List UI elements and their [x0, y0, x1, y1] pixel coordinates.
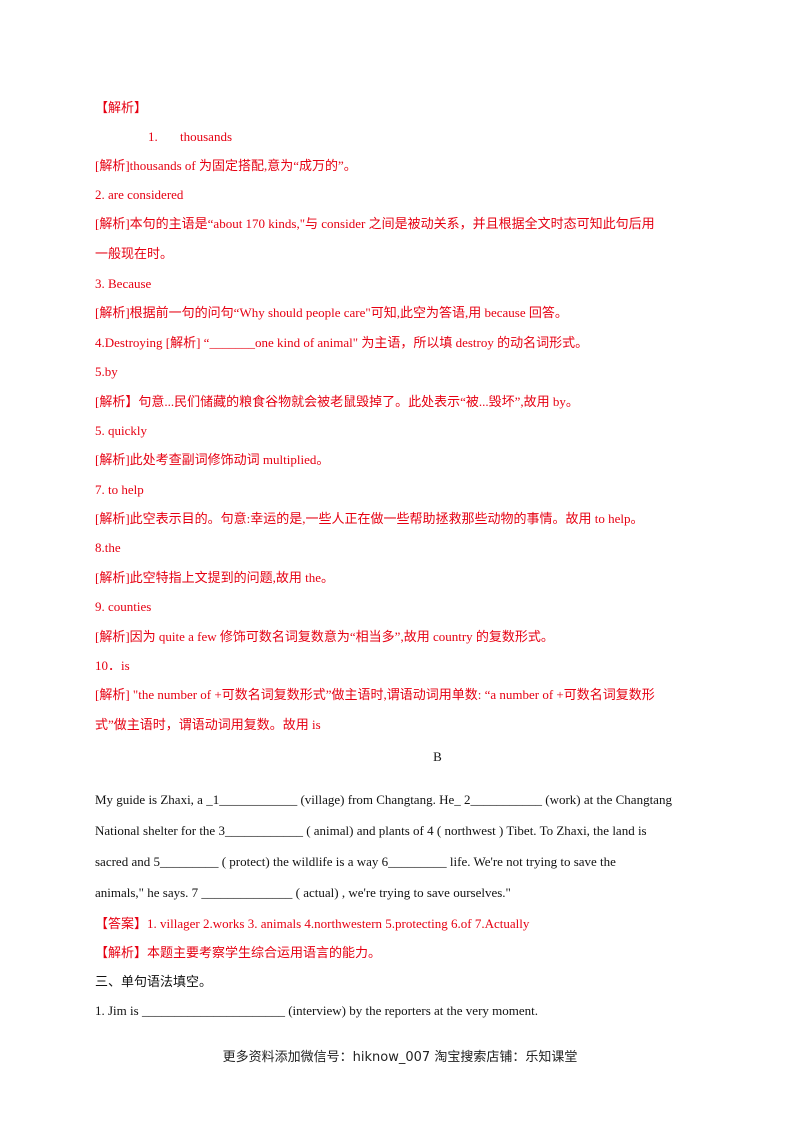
passage-line-1: My guide is Zhaxi, a _1____________ (vil…	[95, 792, 672, 807]
section-b-answer: 【答案】1. villager 2.works 3. animals 4.nor…	[95, 916, 530, 931]
section-b-title: B	[433, 749, 442, 764]
analysis-3: [解析]根据前一句的问句“Why should people care"可知,此…	[95, 305, 568, 320]
answer-2: 2. are considered	[95, 187, 184, 202]
analysis-8: [解析]此空特指上文提到的问题,故用 the。	[95, 570, 335, 585]
analysis-10: [解析] "the number of +可数名词复数形式”做主语时,谓语动词用…	[95, 687, 655, 702]
section-b-analysis: 【解析】本题主要考察学生综合运用语言的能力。	[95, 945, 382, 960]
answer-8: 8.the	[95, 540, 121, 555]
passage-line-3: sacred and 5_________ ( protect) the wil…	[95, 854, 616, 869]
answer-4: 4.Destroying [解析] “_______one kind of an…	[95, 335, 589, 350]
analysis-2: [解析]本句的主语是“about 170 kinds,"与 consider 之…	[95, 216, 655, 231]
analysis-6: [解析]此处考查副词修饰动词 multiplied。	[95, 452, 330, 467]
answer-10: 10．is	[95, 658, 130, 673]
analysis-9: [解析]因为 quite a few 修饰可数名词复数意为“相当多”,故用 co…	[95, 629, 554, 644]
analysis-10-cont: 式”做主语时，谓语动词用复数。故用 is	[95, 717, 321, 732]
answer-1: 1. thousands	[148, 128, 778, 146]
analysis-1: [解析]thousands of 为固定搭配,意为“成万的”。	[95, 158, 357, 173]
answer-1-word: thousands	[180, 129, 232, 144]
section-three-title: 三、单句语法填空。	[95, 974, 213, 989]
section-three-q1: 1. Jim is ______________________ (interv…	[95, 1003, 539, 1018]
answer-7: 7. to help	[95, 482, 144, 497]
answer-5: 5.by	[95, 364, 118, 379]
analysis-2-cont: 一般现在时。	[95, 246, 174, 261]
passage-line-4: animals," he says. 7 ______________ ( ac…	[95, 885, 511, 900]
passage-line-2: National shelter for the 3____________ (…	[95, 823, 647, 838]
analysis-header: 【解析】	[95, 100, 148, 115]
answer-3: 3. Because	[95, 276, 152, 291]
analysis-5: [解析】句意...民们储藏的粮食谷物就会被老鼠毁掉了。此处表示“被...毁坏”,…	[95, 394, 579, 409]
answer-1-number: 1.	[148, 129, 158, 144]
answer-6: 5. quickly	[95, 423, 147, 438]
page-footer: 更多资料添加微信号：hiknow_007 淘宝搜索店铺：乐知课堂	[222, 1050, 578, 1065]
answer-9: 9. counties	[95, 599, 152, 614]
analysis-7: [解析]此空表示目的。句意:幸运的是,一些人正在做一些帮助拯救那些动物的事情。故…	[95, 511, 644, 526]
